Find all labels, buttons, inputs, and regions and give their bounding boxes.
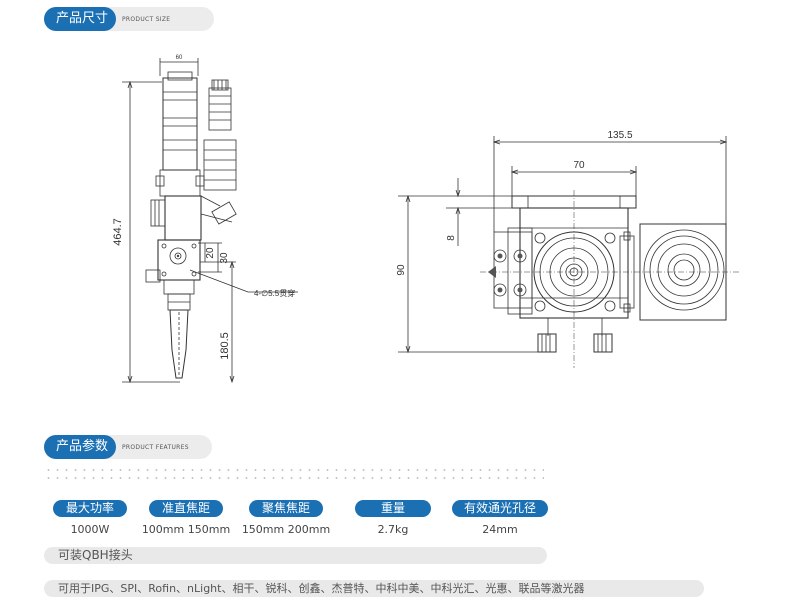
dotted-divider	[44, 469, 544, 471]
dim-20-label: 20	[205, 247, 216, 259]
compatibility-note: 可用于IPG、SPI、Rofin、nLight、相干、锐科、创鑫、杰普特、中科中…	[44, 580, 704, 597]
param-value-max-power: 1000W	[70, 523, 110, 536]
param-value-collimating-focal: 100mm 150mm	[141, 523, 231, 536]
param-label-focusing-focal: 聚焦焦距	[249, 500, 323, 517]
dim-inner-label: 70	[573, 160, 585, 171]
dim-90-label: 90	[396, 264, 407, 276]
qbh-note: 可装QBH接头	[44, 547, 547, 564]
dim-8-label: 8	[446, 235, 457, 241]
param-value-weight: 2.7kg	[377, 523, 409, 536]
section-subtitle: PRODUCT SIZE	[122, 15, 171, 23]
dim-lower-label: 180.5	[219, 332, 231, 360]
param-label-collimating-focal: 准直焦距	[149, 500, 223, 517]
section-title: 产品参数	[44, 435, 117, 459]
top-view-drawing: 135.5 70 8 90	[396, 130, 740, 368]
dotted-divider	[44, 477, 544, 479]
dim-height-label: 464.7	[112, 218, 124, 246]
param-label-weight: 重量	[355, 500, 431, 517]
params-row: 最大功率 1000W 准直焦距 100mm 150mm 聚焦焦距 150mm 2…	[0, 500, 796, 540]
param-value-aperture: 24mm	[482, 523, 518, 536]
side-view-drawing: 60 464.7 180.5 20 30 4-∅5.5贯穿	[112, 55, 298, 384]
dim-width-label: 135.5	[607, 130, 632, 141]
section-subtitle: PRODUCT FEATURES	[122, 443, 189, 451]
section-header-features: 产品参数 PRODUCT FEATURES	[44, 435, 212, 459]
param-label-max-power: 最大功率	[53, 500, 127, 517]
param-label-aperture: 有效通光孔径	[452, 500, 548, 517]
dim-top-label: 60	[176, 55, 183, 61]
dim-30-label: 30	[219, 252, 230, 264]
hole-note-label: 4-∅5.5贯穿	[254, 288, 295, 298]
section-title: 产品尺寸	[44, 7, 117, 31]
section-header-size: 产品尺寸 PRODUCT SIZE	[44, 7, 214, 31]
param-value-focusing-focal: 150mm 200mm	[241, 523, 331, 536]
